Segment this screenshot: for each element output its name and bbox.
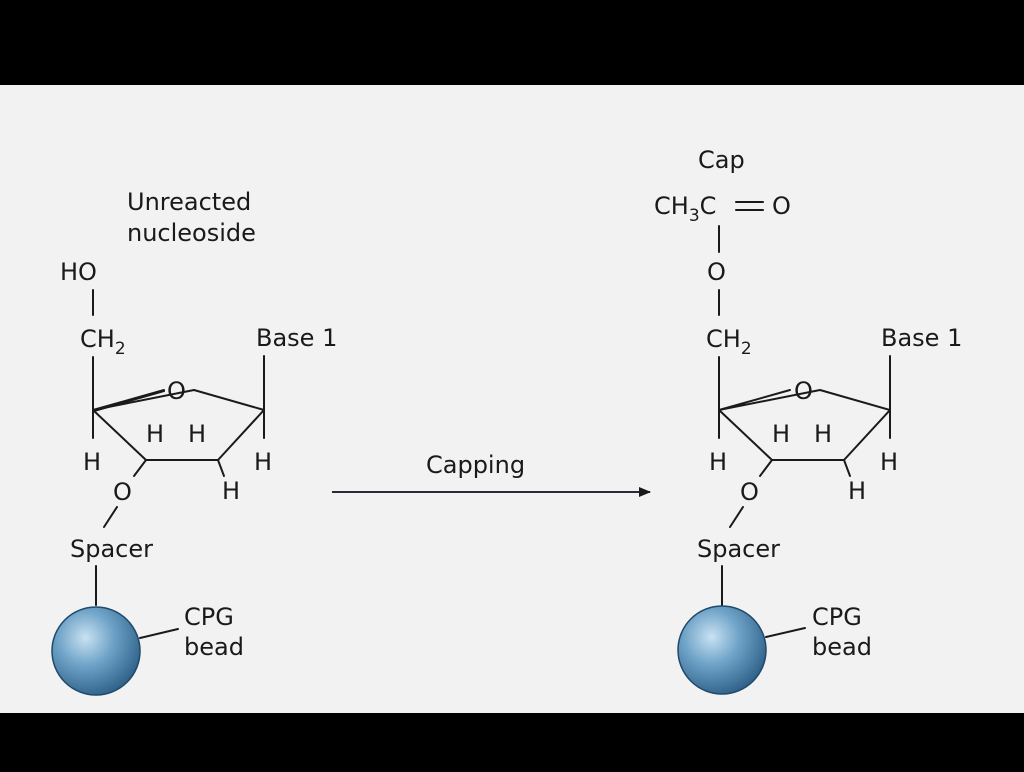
sugar-ring — [718, 389, 891, 461]
ring-oxygen-label: O — [167, 377, 186, 405]
h-c2-lower-label: H — [848, 477, 866, 505]
bead-label-line-1: CPG — [184, 603, 234, 631]
base-label: Base 1 — [256, 324, 337, 352]
bead-label-line-2: bead — [184, 633, 244, 661]
h-c2-label: H — [188, 420, 206, 448]
cpg-bead — [677, 605, 767, 695]
h-c2-lower-label: H — [222, 477, 240, 505]
h-c4-label: H — [709, 448, 727, 476]
hydroxyl-label: HO — [60, 258, 97, 286]
bead-leader-line — [139, 628, 179, 639]
base-label: Base 1 — [881, 324, 962, 352]
reaction-label: Capping — [426, 451, 525, 479]
h-c1-label: H — [880, 448, 898, 476]
ch2-label: CH2 — [706, 325, 752, 359]
capped-nucleoside: Cap CH3C O O CH2 Base 1 O H H H H H O Sp… — [654, 146, 962, 695]
ring-oxygen-label: O — [794, 377, 813, 405]
cpg-bead — [51, 606, 141, 696]
o3-label: O — [740, 478, 759, 506]
c3-o-bond — [133, 459, 147, 477]
o-spacer-bond — [729, 506, 744, 528]
reaction-arrow: Capping — [332, 451, 651, 497]
ring-bond-o-c4 — [93, 390, 165, 412]
cap-label: Cap — [698, 146, 745, 174]
bead-label-line-1: CPG — [812, 603, 862, 631]
o-spacer-bond — [103, 506, 118, 528]
bead-leader-line — [765, 627, 806, 638]
bead-label-line-2: bead — [812, 633, 872, 661]
carbonyl-oxygen-label: O — [772, 192, 791, 220]
ester-oxygen-label: O — [707, 258, 726, 286]
acetyl-group-label: CH3C — [654, 192, 716, 226]
h-c3-label: H — [772, 420, 790, 448]
unreacted-nucleoside: Unreacted nucleoside HO CH2 Base 1 O H H… — [51, 188, 337, 696]
h-c1-label: H — [254, 448, 272, 476]
h-c2-label: H — [814, 420, 832, 448]
c2-h-bond — [843, 459, 851, 477]
o3-label: O — [113, 478, 132, 506]
h-c3-label: H — [146, 420, 164, 448]
c2-h-bond — [217, 459, 225, 477]
ch2-label: CH2 — [80, 325, 126, 359]
spacer-label: Spacer — [70, 535, 153, 563]
c3-o-bond — [759, 459, 773, 477]
caption-line-2: nucleoside — [127, 219, 256, 247]
spacer-label: Spacer — [697, 535, 780, 563]
h-c4-label: H — [83, 448, 101, 476]
caption-line-1: Unreacted — [127, 188, 251, 216]
